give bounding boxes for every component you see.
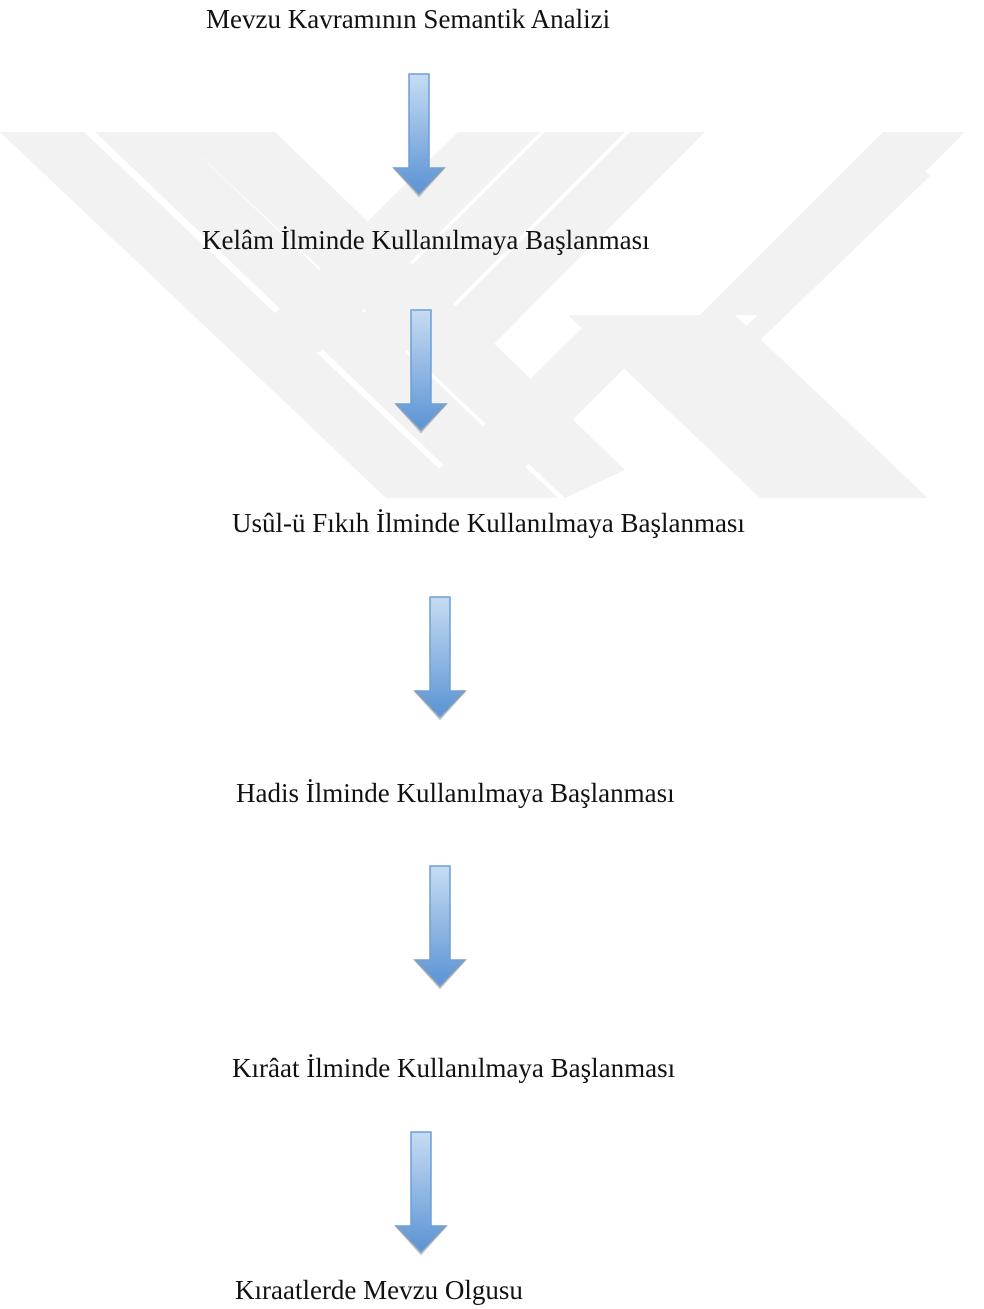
flow-step-mevzu-olgusu: Kıraatlerde Mevzu Olgusu xyxy=(235,1275,523,1305)
flow-step-usul-fikih: Usûl-ü Fıkıh İlminde Kullanılmaya Başlan… xyxy=(232,508,745,538)
down-arrow-icon xyxy=(413,865,467,990)
flow-step-semantic-analysis: Mevzu Kavramının Semantik Analizi xyxy=(206,4,611,34)
down-arrow-icon xyxy=(394,309,448,434)
flow-step-hadis: Hadis İlminde Kullanılmaya Başlanması xyxy=(236,778,675,808)
flow-step-kelam: Kelâm İlminde Kullanılmaya Başlanması xyxy=(202,225,650,255)
down-arrow-icon xyxy=(392,73,446,198)
flow-step-kiraat: Kırâat İlminde Kullanılmaya Başlanması xyxy=(232,1053,676,1083)
down-arrow-icon xyxy=(413,596,467,721)
down-arrow-icon xyxy=(394,1131,448,1256)
